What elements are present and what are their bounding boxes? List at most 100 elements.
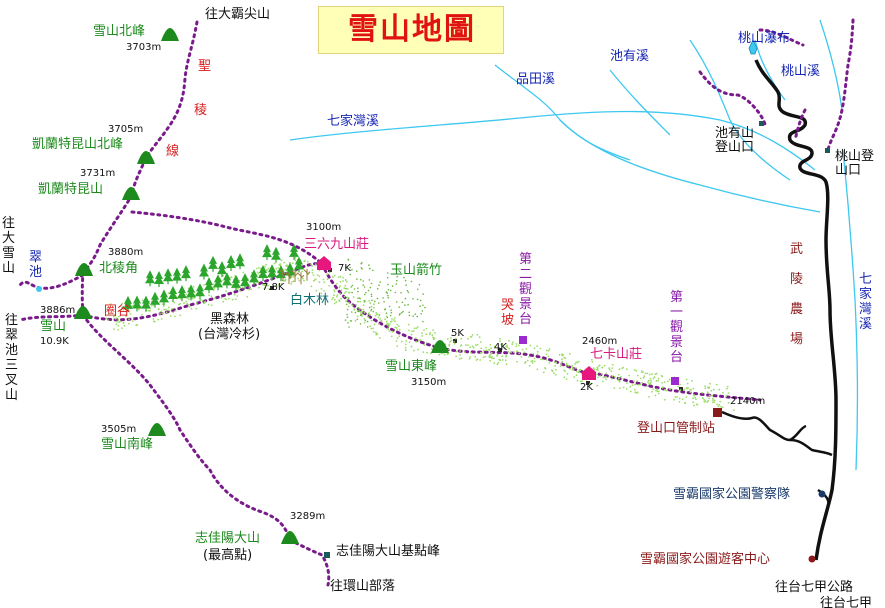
bamboo-dot	[379, 281, 382, 283]
bamboo-dot	[591, 360, 594, 363]
bamboo-dot	[394, 320, 396, 323]
bamboo-dot	[248, 288, 251, 291]
bamboo-dot	[128, 310, 131, 313]
bamboo-dot	[292, 276, 294, 278]
bamboo-dot	[123, 324, 126, 327]
bamboo-dot	[294, 256, 297, 259]
bamboo-dot	[375, 331, 377, 334]
label-qika-cabin: 七卡山莊	[590, 347, 643, 362]
bamboo-dot	[191, 297, 194, 300]
bamboo-dot	[284, 268, 287, 271]
bamboo-dot	[113, 315, 115, 318]
label-qijiawan-stream-right: 七家灣溪	[858, 272, 872, 332]
bamboo-dot	[331, 298, 333, 301]
bamboo-dot	[459, 350, 461, 352]
bare-tree	[303, 268, 311, 281]
bamboo-dot	[489, 356, 492, 359]
bamboo-dot	[559, 365, 562, 367]
summit-kailan-north-icon	[137, 151, 155, 164]
km-xueshan: 10.9K	[40, 336, 69, 347]
bamboo-dot	[404, 297, 407, 300]
bamboo-dot	[628, 374, 630, 377]
bamboo-dot	[629, 385, 632, 388]
label-taoshan-falls: 桃山瀑布	[738, 31, 791, 46]
bamboo-dot	[344, 284, 347, 287]
bamboo-dot	[405, 340, 407, 342]
bamboo-dot	[422, 351, 425, 353]
fir-tree	[168, 286, 178, 303]
bamboo-dot	[312, 279, 315, 282]
bamboo-dot	[359, 311, 362, 313]
bamboo-dot	[718, 388, 721, 391]
bamboo-dot	[563, 356, 565, 359]
bamboo-dot	[302, 277, 304, 280]
bamboo-dot	[469, 346, 472, 349]
bamboo-dot	[726, 387, 728, 390]
bamboo-dot	[575, 370, 578, 373]
bamboo-dot	[367, 289, 370, 292]
bamboo-dot	[362, 309, 365, 311]
bamboo-dot	[501, 343, 504, 345]
bamboo-dot	[564, 357, 567, 359]
bamboo-dot	[408, 314, 411, 317]
bamboo-dot	[467, 344, 469, 346]
bamboo-dot	[150, 305, 153, 307]
bamboo-dot	[515, 345, 518, 348]
label-visitor-center: 雪霸國家公園遊客中心	[640, 552, 771, 567]
bamboo-dot	[333, 294, 335, 297]
bamboo-dot	[410, 280, 413, 283]
bamboo-dot	[649, 377, 652, 380]
summit-xueshan-icon	[74, 306, 92, 319]
bamboo-dot	[431, 334, 434, 337]
bamboo-dot	[679, 383, 681, 386]
bare-tree	[285, 272, 293, 285]
bamboo-dot	[692, 387, 695, 390]
zhijiayang-base-icon	[324, 552, 330, 558]
bamboo-dot	[722, 391, 724, 394]
label-zhijiayang-base: 志佳陽大山基點峰	[336, 544, 441, 559]
bamboo-dot	[701, 391, 704, 394]
bamboo-dot	[384, 318, 386, 321]
bamboo-dot	[629, 390, 632, 393]
bamboo-dot	[418, 283, 421, 286]
bamboo-dot	[275, 267, 278, 270]
bamboo-dot	[376, 287, 379, 290]
bamboo-dot	[529, 344, 532, 347]
km-5: 5K	[451, 328, 464, 339]
bamboo-dot	[373, 303, 375, 306]
bamboo-dot	[415, 340, 418, 343]
bamboo-dot	[539, 347, 542, 350]
bamboo-dot	[118, 315, 120, 318]
bamboo-dot	[347, 305, 350, 308]
bamboo-dot	[541, 358, 544, 361]
bamboo-dot	[652, 388, 654, 391]
bamboo-dot	[352, 296, 355, 298]
bamboo-dot	[712, 397, 714, 400]
trail-ridge-to-369	[130, 210, 322, 264]
bamboo-dot	[433, 337, 436, 340]
bamboo-dot	[350, 286, 353, 288]
fir-tree	[159, 289, 169, 306]
bamboo-dot	[555, 374, 557, 376]
trail-marker	[270, 286, 274, 290]
bamboo-dot	[362, 304, 365, 306]
bamboo-dot	[717, 405, 720, 407]
bamboo-dot	[368, 313, 371, 316]
bamboo-dot	[652, 377, 655, 380]
bamboo-dot	[636, 380, 638, 382]
bamboo-dot	[360, 262, 363, 265]
bamboo-dot	[174, 309, 177, 312]
bare-tree	[279, 269, 287, 282]
bamboo-dot	[201, 299, 204, 302]
bamboo-dot	[395, 283, 398, 285]
fir-tree	[217, 261, 227, 278]
bamboo-dot	[385, 320, 388, 323]
bamboo-dot	[370, 308, 373, 311]
bamboo-dot	[686, 382, 689, 385]
bamboo-dot	[121, 302, 124, 305]
bamboo-dot	[505, 363, 508, 366]
elev-zhijiayang: 3289m	[290, 511, 326, 522]
bamboo-dot	[365, 291, 367, 294]
bamboo-dot	[446, 338, 449, 340]
trail-wuling-peaks	[698, 70, 767, 127]
